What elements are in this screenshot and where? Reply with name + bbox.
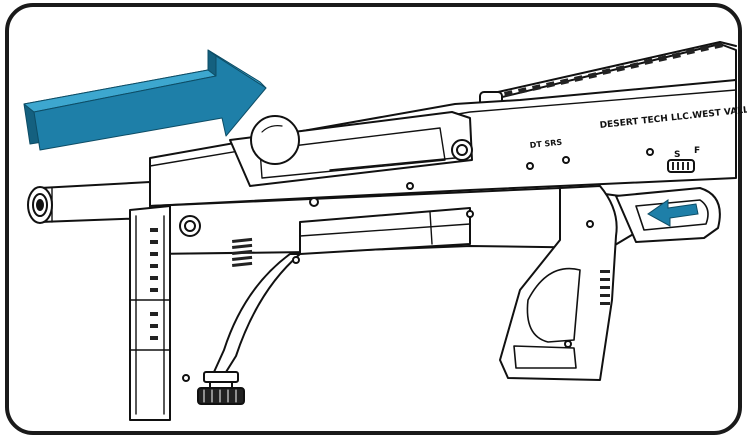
grip-cutout [526,267,581,343]
magazine-well [299,207,471,255]
screws [179,139,654,382]
monopod-knob [197,371,245,405]
stock-arm [213,253,301,373]
frame-border [5,3,742,435]
safety-selector [667,159,695,173]
bolt-knob [250,115,300,165]
push-right-arrow-icon [23,49,267,151]
fire-label: F [694,146,700,156]
push-left-arrow-icon [647,199,699,227]
model-engraving: DT SRS [529,138,563,150]
safe-label: S [674,150,680,160]
cheek-pad-ribs [232,237,253,267]
